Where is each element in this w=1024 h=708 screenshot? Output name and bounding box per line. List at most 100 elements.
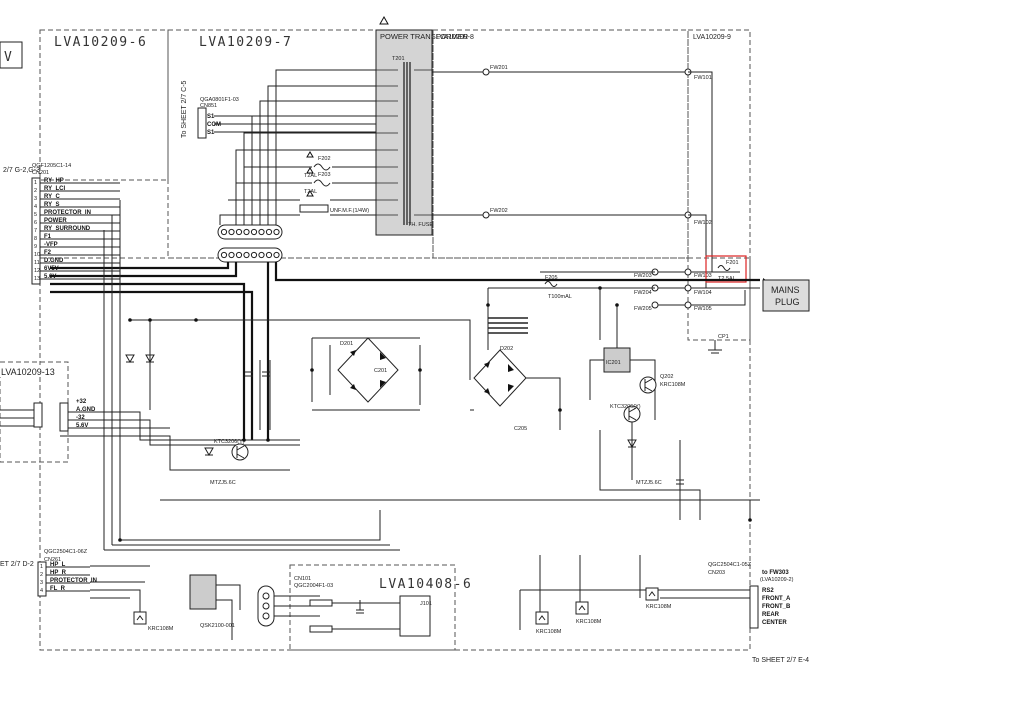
- s408-wires: [332, 600, 400, 630]
- cn261-pin-number: 4: [40, 588, 43, 594]
- cn261-pin-number: 3: [40, 580, 43, 586]
- mains-plug-box: [762, 279, 810, 312]
- jack-j101: [399, 595, 431, 637]
- mtz-right-label: MTZJ5.6C: [636, 480, 662, 486]
- section-7-label: LVA10209-7: [199, 35, 292, 50]
- to-sheet-c5: To SHEET 2/7 C-5: [181, 80, 188, 138]
- resistor-r102: [309, 625, 333, 633]
- cn101-part: QGC2004F1-03: [294, 583, 333, 589]
- transformer-fuse-label: TH. FUSE: [408, 222, 433, 228]
- header-pin: [228, 228, 235, 236]
- header-pin: [235, 228, 243, 236]
- to-sheet-d2: ET 2/7 D-2: [0, 561, 34, 568]
- to-sheet-g2: 2/7 G-2,G-3: [3, 167, 40, 174]
- cn201-pin-label: RY_LCI: [44, 186, 65, 192]
- section-9-outline: [687, 29, 751, 341]
- terminal-fw201: [482, 68, 490, 76]
- header-pin: [228, 251, 235, 259]
- cn201-pin-number: 1: [34, 180, 37, 186]
- cn203-pin-label: FRONT_A: [762, 596, 791, 602]
- header-pin: [258, 251, 265, 259]
- fuse-f205: [544, 281, 558, 287]
- fw103-label: FW103: [694, 273, 712, 279]
- cn201-ref: CN201: [32, 170, 49, 176]
- f203-label: F203: [318, 172, 331, 178]
- mains-plug-label-2: PLUG: [775, 297, 800, 307]
- mains-plug-label-1: MAINS: [771, 285, 800, 295]
- ic201-label: IC201: [606, 360, 621, 366]
- f202-value: T2AL: [304, 173, 317, 179]
- cn201-pin-number: 4: [34, 204, 37, 210]
- qsk-label: QSK2100-001: [200, 623, 235, 629]
- section-main-outline: [39, 257, 751, 651]
- cn261-pin-label: FL_R: [50, 586, 66, 592]
- header-pin: [243, 228, 250, 236]
- header-pin: [250, 251, 258, 259]
- diode-d281: [145, 354, 155, 364]
- wire-mains-a: [688, 71, 713, 272]
- f205-value: T100mAL: [548, 294, 572, 300]
- sub-transformer: [488, 271, 655, 334]
- capacitor-c213: [676, 479, 684, 485]
- to-sheet-e4: To SHEET 2/7 E-4: [752, 657, 809, 664]
- f205-label: F205: [545, 275, 558, 281]
- cn101-label: CN101: [294, 576, 311, 582]
- header-pin: [220, 251, 228, 259]
- cn203-pin-label: RS2: [762, 588, 774, 594]
- header-pin: [220, 228, 228, 236]
- header-pin: [265, 228, 273, 236]
- terminal-fw105: [684, 301, 692, 309]
- resistor-r101: [309, 599, 333, 607]
- warning-triangle-icon: [379, 15, 389, 25]
- connector-section13-b: [59, 402, 69, 432]
- capacitors-pair: [245, 371, 270, 377]
- cn201-pin-label: RY_C: [44, 194, 60, 200]
- fw101-label: FW101: [694, 75, 712, 81]
- header-pin: [273, 251, 280, 259]
- fuse-f202: [313, 163, 331, 171]
- to-fw303-label: to FW303: [762, 570, 789, 576]
- cn201-pin-label: POWER: [44, 218, 67, 224]
- cn201-pin-number: 12: [34, 268, 40, 274]
- q202-part: KRC108M: [660, 382, 686, 388]
- section13-wires: [0, 409, 34, 427]
- section-8-outline: [432, 29, 689, 259]
- header-pin: [243, 251, 250, 259]
- resistor-unf: [299, 204, 329, 213]
- mains-fuse-ref: F201: [726, 260, 739, 266]
- cn201-pin-label: PROTECTOR_IN: [44, 210, 91, 216]
- transistor-q207: [645, 587, 659, 601]
- to-fw303-sub: (LVA10209-2): [760, 577, 794, 583]
- header-pin: [265, 251, 273, 259]
- fw204-label: FW204: [634, 290, 652, 296]
- d202-label: D202: [500, 346, 513, 352]
- terminal-fw104: [684, 284, 692, 292]
- q203-part: KTC3206(Y): [610, 404, 641, 410]
- cn203-pin-label: FRONT_B: [762, 604, 791, 610]
- cn201-pin-number: 6: [34, 220, 37, 226]
- right-lower-wires: [599, 422, 701, 520]
- j101-label: J101: [420, 601, 432, 607]
- header-fw301: [217, 224, 283, 263]
- cn261-ref: CN261: [44, 557, 61, 563]
- section-8-label: LVA10209-8: [436, 34, 474, 41]
- cn201-pin-number: 2: [34, 188, 37, 194]
- warning-triangle-icon: [306, 151, 314, 197]
- connector-cn851: [197, 107, 207, 139]
- connector-section13: [33, 402, 43, 428]
- fw105-label: FW105: [694, 306, 712, 312]
- fw203-label: FW203: [634, 273, 652, 279]
- section-9-label: LVA10209-9: [693, 34, 731, 41]
- q201-part: KRC108M: [148, 626, 174, 632]
- section-408-label: LVA10408-6: [379, 577, 472, 592]
- cn851-part: QGA0801F1-03: [200, 97, 239, 103]
- fuse-f203: [313, 179, 331, 187]
- cn201-pin-number: 7: [34, 228, 37, 234]
- cn201-pin-label: RY_S: [44, 202, 59, 208]
- s13-pin-c: 5.6V: [76, 423, 88, 429]
- bus-thick-wires: [50, 262, 760, 440]
- transistor-q206: [575, 601, 589, 615]
- cn851-pin-1: S1: [207, 114, 215, 120]
